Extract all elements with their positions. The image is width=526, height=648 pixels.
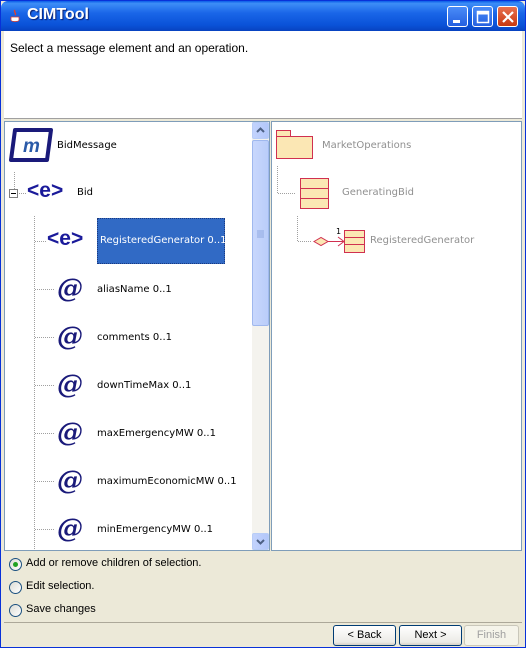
minimize-button[interactable] <box>447 6 468 27</box>
model-tree-graphics <box>276 130 365 253</box>
radio-save[interactable] <box>9 604 22 617</box>
scroll-down-button[interactable] <box>252 533 269 550</box>
instruction-text: Select a message element and an operatio… <box>10 41 249 55</box>
chevron-up-icon <box>256 127 265 133</box>
tree-node-maximumeconomicmw[interactable]: maximumEconomicMW 0..1 <box>97 476 237 487</box>
back-button[interactable]: < Back <box>333 625 396 646</box>
scroll-up-button[interactable] <box>252 122 269 139</box>
attribute-icon: @ <box>57 418 83 448</box>
next-button[interactable]: Next > <box>399 625 462 646</box>
tree-node-aliasname[interactable]: aliasName 0..1 <box>97 284 172 295</box>
attribute-icon: @ <box>57 466 83 496</box>
java-cup-icon <box>10 9 20 22</box>
close-button[interactable] <box>497 6 518 27</box>
minimize-icon <box>453 20 460 23</box>
tree-node-comments[interactable]: comments 0..1 <box>97 332 172 343</box>
wizard-button-bar: < Back Next > Finish <box>4 622 522 646</box>
tree-node-generatingbid[interactable]: GeneratingBid <box>342 187 415 198</box>
model-tree-pane[interactable]: 1 MarketOperations GeneratingBid Registe… <box>271 121 522 551</box>
tree-node-maxemergencymw[interactable]: maxEmergencyMW 0..1 <box>97 428 216 439</box>
radio-edit[interactable] <box>9 581 22 594</box>
window-title: CIMTool <box>27 6 89 23</box>
tree-node-registeredgenerator[interactable]: RegisteredGenerator 0..1 <box>97 218 227 264</box>
package-icon <box>276 130 313 159</box>
attribute-icon: @ <box>57 370 83 400</box>
option-add-remove-label[interactable]: Add or remove children of selection. <box>26 557 202 569</box>
attribute-icon: @ <box>57 322 83 352</box>
element-icon: <e> <box>47 227 84 250</box>
collapse-toggle-icon[interactable] <box>9 189 19 199</box>
tree-node-downtimemax[interactable]: downTimeMax 0..1 <box>97 380 192 391</box>
tree-node-marketoperations[interactable]: MarketOperations <box>322 140 412 151</box>
association-icon <box>312 230 365 253</box>
message-tree-pane[interactable]: m BidMessage <e> Bid <e> RegisteredGener… <box>4 121 270 551</box>
close-icon <box>502 11 514 23</box>
scroll-thumb[interactable] <box>252 140 269 326</box>
maximize-button[interactable] <box>472 6 493 27</box>
tree-node-bid[interactable]: Bid <box>77 187 93 198</box>
tree-node-minemergencymw[interactable]: minEmergencyMW 0..1 <box>97 524 214 535</box>
title-bar[interactable]: CIMTool <box>1 1 525 31</box>
grip-icon <box>257 230 264 238</box>
multiplicity-label: 1 <box>336 227 342 236</box>
radio-add-remove[interactable] <box>9 558 22 571</box>
message-icon: m <box>9 128 53 162</box>
class-icon <box>300 178 329 209</box>
tree-scrollbar[interactable] <box>252 122 269 550</box>
svg-text:m: m <box>23 136 40 157</box>
operation-options: Add or remove children of selection. Edi… <box>4 553 522 623</box>
attribute-icon: @ <box>57 514 83 544</box>
option-save-label[interactable]: Save changes <box>26 603 96 615</box>
chevron-down-icon <box>256 539 265 545</box>
tree-node-bidmessage[interactable]: BidMessage <box>57 140 117 151</box>
tree-node-registeredgenerator-assoc[interactable]: RegisteredGenerator <box>370 235 475 246</box>
instruction-pane: Select a message element and an operatio… <box>4 31 522 119</box>
maximize-icon <box>476 10 490 24</box>
attribute-icon: @ <box>57 274 83 304</box>
element-icon: <e> <box>27 179 64 202</box>
finish-button[interactable]: Finish <box>464 625 519 646</box>
option-edit-label[interactable]: Edit selection. <box>26 580 95 592</box>
